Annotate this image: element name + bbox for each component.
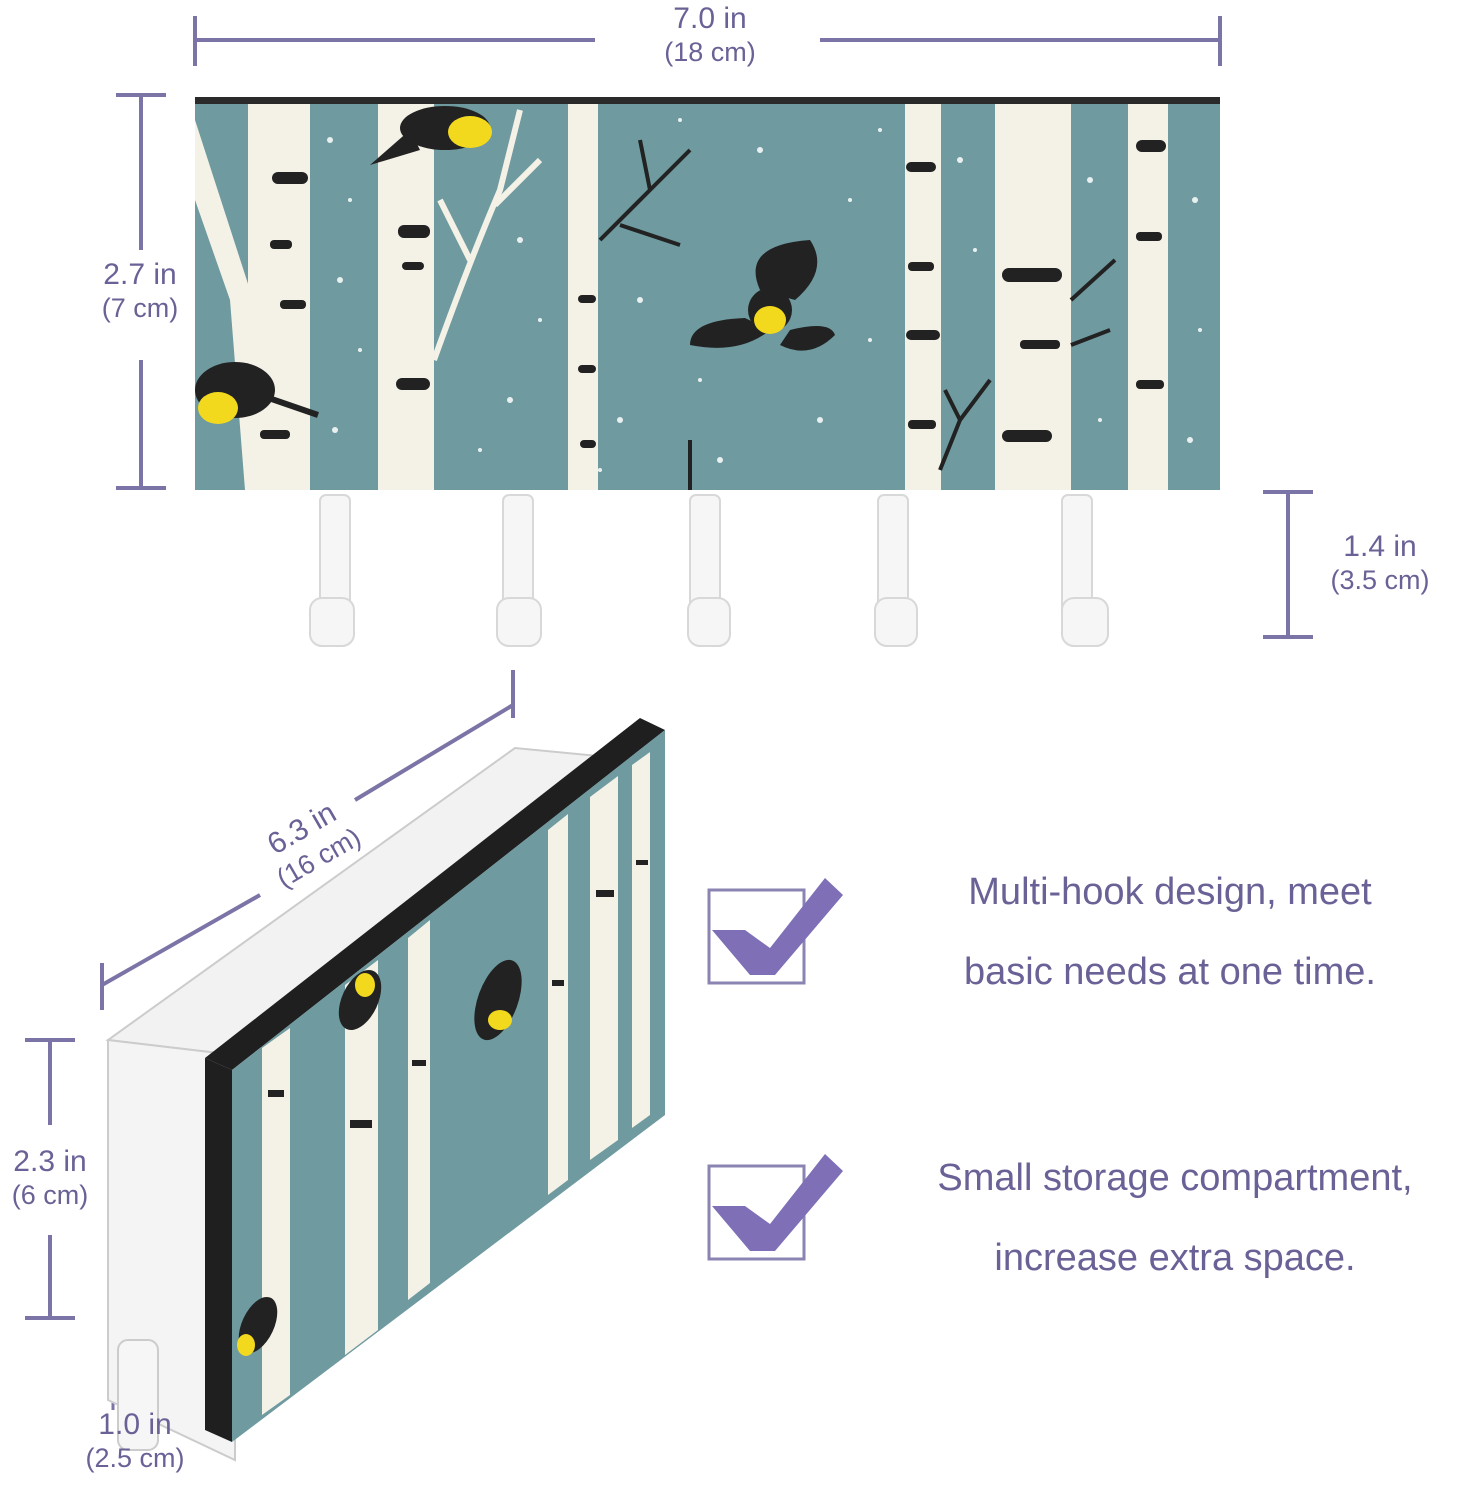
feature-2-line2: increase extra space. bbox=[994, 1237, 1356, 1279]
box-height-main: 2.3 in bbox=[13, 1145, 87, 1178]
height-dimension-line bbox=[116, 93, 166, 490]
height-main: 2.7 in bbox=[103, 258, 177, 291]
checkbox-checked-icon-2 bbox=[707, 1154, 843, 1261]
box-height-label: 2.3 in (6 cm) bbox=[0, 1145, 100, 1211]
feature-1-line2: basic needs at one time. bbox=[964, 951, 1376, 993]
white-branches bbox=[431, 109, 543, 362]
box-depth-main: 1.0 in bbox=[98, 1408, 172, 1441]
hook-2 bbox=[496, 494, 542, 647]
box-depth-sub: (2.5 cm) bbox=[85, 1442, 185, 1473]
dark-branches bbox=[598, 139, 1117, 490]
hook-5 bbox=[1061, 494, 1109, 647]
width-label: 7.0 in (18 cm) bbox=[620, 2, 800, 68]
hook-3 bbox=[687, 494, 731, 647]
snow-specks bbox=[327, 118, 1202, 472]
hooks bbox=[309, 494, 1109, 647]
hook-label: 1.4 in (3.5 cm) bbox=[1310, 530, 1450, 596]
box-depth-label: 1.0 in (2.5 cm) bbox=[70, 1408, 200, 1474]
hook-dimension-line bbox=[1263, 490, 1313, 639]
box-side-view bbox=[25, 670, 665, 1462]
feature-1-text: Multi-hook design, meet basic needs at o… bbox=[880, 852, 1460, 1012]
height-label: 2.7 in (7 cm) bbox=[80, 258, 200, 324]
hook-main: 1.4 in bbox=[1343, 530, 1417, 563]
hook-sub: (3.5 cm) bbox=[1330, 564, 1430, 595]
width-main: 7.0 in bbox=[673, 2, 747, 35]
front-panel bbox=[195, 97, 1220, 490]
bird-top bbox=[370, 106, 492, 165]
hook-4 bbox=[874, 494, 918, 647]
feature-1-line1: Multi-hook design, meet bbox=[968, 871, 1372, 913]
width-dimension-line bbox=[193, 16, 1222, 66]
box-height-sub: (6 cm) bbox=[11, 1179, 89, 1210]
feature-2-line1: Small storage compartment, bbox=[937, 1157, 1413, 1199]
bark-marks bbox=[260, 140, 1166, 448]
checkbox-checked-icon-1 bbox=[707, 878, 843, 985]
width-sub: (18 cm) bbox=[664, 36, 756, 67]
bird-flying bbox=[690, 240, 835, 351]
height-sub: (7 cm) bbox=[101, 292, 179, 323]
hook-1 bbox=[309, 494, 355, 647]
bird-left bbox=[195, 362, 319, 424]
feature-2-text: Small storage compartment, increase extr… bbox=[880, 1138, 1470, 1298]
